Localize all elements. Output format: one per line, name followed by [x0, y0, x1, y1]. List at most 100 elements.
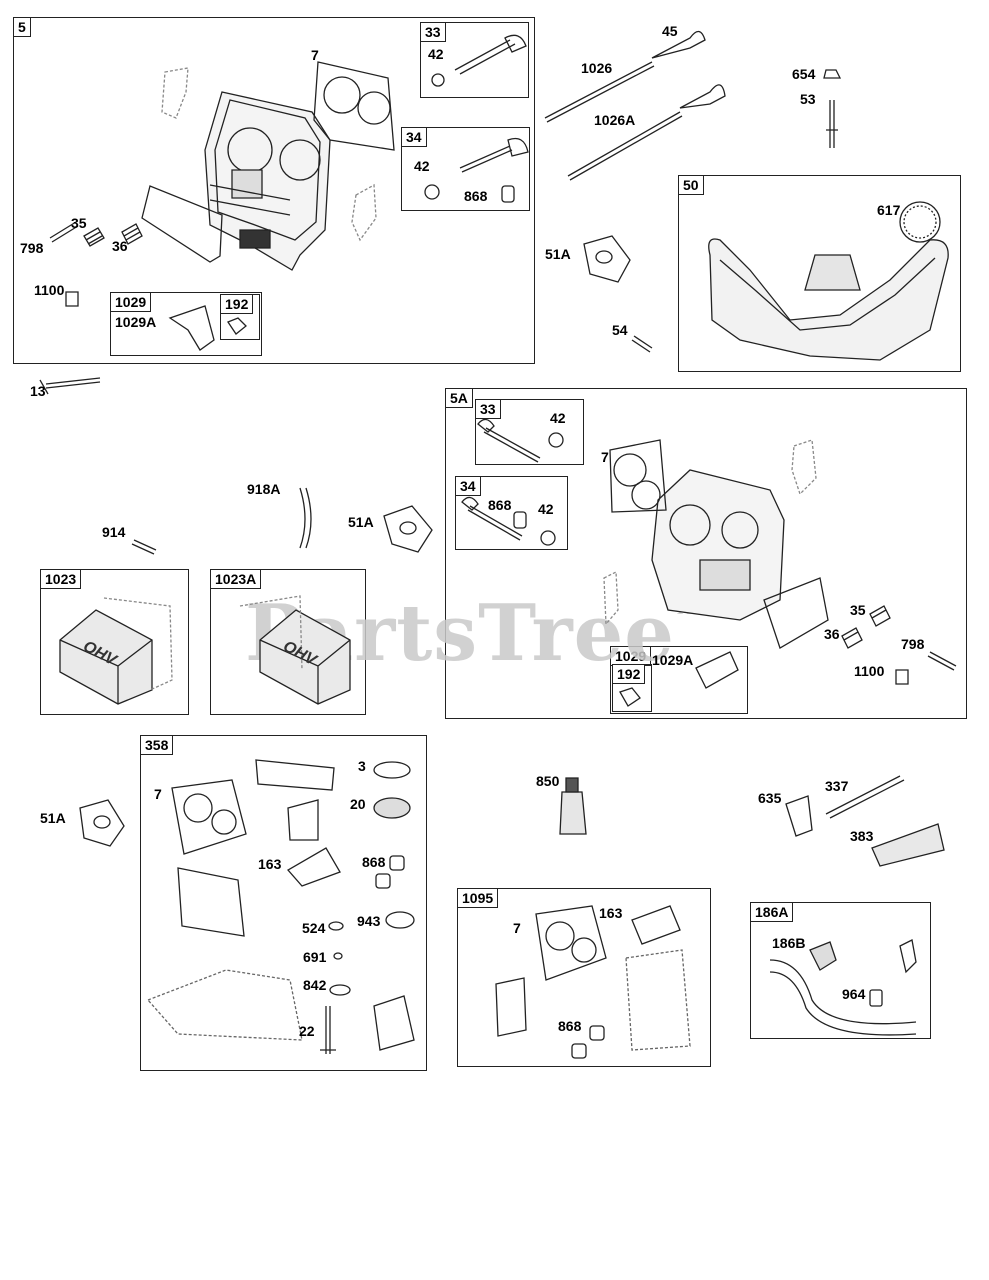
group-tag-33: 33 [421, 23, 446, 42]
part-label-868-c: 868 [362, 854, 386, 870]
part-label-42-d: 42 [538, 501, 554, 517]
group-tag-33-b: 33 [476, 400, 501, 419]
group-box-358: 358 [140, 735, 427, 1071]
group-box-33: 33 [420, 22, 529, 98]
gasket-51A-c [80, 800, 124, 846]
group-tag-5: 5 [14, 18, 31, 37]
gasket-51A [584, 236, 630, 282]
spark-plug-boot-635 [786, 796, 812, 836]
group-tag-50: 50 [679, 176, 704, 195]
part-label-20: 20 [350, 796, 366, 812]
part-label-524: 524 [302, 920, 326, 936]
group-tag-358: 358 [141, 736, 174, 755]
part-label-54: 54 [612, 322, 628, 338]
part-label-337: 337 [825, 778, 849, 794]
part-label-918A: 918A [247, 481, 281, 497]
part-label-691: 691 [303, 949, 327, 965]
watermark: PartsTreeTM [245, 588, 703, 679]
part-label-868: 868 [464, 188, 488, 204]
group-box-192: 192 [220, 294, 260, 340]
part-label-798: 798 [20, 240, 44, 256]
breather-tube-918A [300, 488, 311, 548]
sealant-cap [566, 778, 578, 792]
group-box-34-b: 34 [455, 476, 568, 550]
part-label-36-b: 36 [824, 626, 840, 642]
part-label-943: 943 [357, 913, 381, 929]
group-tag-192: 192 [221, 295, 254, 314]
gasket-hole [596, 251, 612, 263]
part-label-51A: 51A [545, 246, 571, 262]
valve-45 [652, 31, 705, 58]
part-label-51A-c: 51A [40, 810, 66, 826]
valve-head [680, 85, 725, 108]
group-tag-1095: 1095 [458, 889, 499, 908]
group-tag-192-b: 192 [613, 665, 646, 684]
part-label-1026A: 1026A [594, 112, 636, 128]
group-tag-5A: 5A [446, 389, 473, 408]
group-tag-1029: 1029 [111, 293, 152, 312]
group-box-1023A: 1023A [210, 569, 366, 715]
group-box-5: 5 [13, 17, 535, 364]
bolt-54 [632, 336, 652, 352]
gasket-51A-b [384, 506, 432, 552]
nut-654 [824, 70, 840, 78]
part-label-798-b: 798 [901, 636, 925, 652]
part-label-22: 22 [299, 1023, 315, 1039]
group-tag-186A: 186A [751, 903, 794, 922]
part-label-163-b: 163 [599, 905, 623, 921]
part-label-7: 7 [311, 47, 319, 63]
part-label-42-b: 42 [414, 158, 430, 174]
group-tag-1023A: 1023A [211, 570, 262, 589]
part-label-45: 45 [662, 23, 678, 39]
gasket-hole-c [94, 816, 110, 828]
group-box-34: 34 [401, 127, 530, 211]
part-label-850: 850 [536, 773, 560, 789]
group-box-50: 50 [678, 175, 961, 372]
part-label-383: 383 [850, 828, 874, 844]
group-box-1095: 1095 [457, 888, 711, 1067]
trademark-mark: TM [674, 602, 703, 618]
bolt-13 [40, 378, 100, 394]
part-label-51A-b: 51A [348, 514, 374, 530]
ignition-coil-383 [872, 824, 944, 866]
part-label-35-b: 35 [850, 602, 866, 618]
part-label-868-d: 868 [558, 1018, 582, 1034]
part-label-7-d: 7 [513, 920, 521, 936]
group-box-1029-b: 1029 [610, 646, 748, 714]
group-box-1029: 1029 [110, 292, 262, 356]
screw-914 [132, 540, 156, 554]
group-tag-34-b: 34 [456, 477, 481, 496]
part-label-1100-b: 1100 [854, 663, 885, 679]
part-label-3: 3 [358, 758, 366, 774]
part-label-42-c: 42 [550, 410, 566, 426]
group-box-1023: 1023 [40, 569, 189, 715]
part-label-617: 617 [877, 202, 901, 218]
part-label-1029A: 1029A [115, 314, 157, 330]
sealant-tube-850 [560, 792, 586, 834]
group-tag-34: 34 [402, 128, 427, 147]
part-label-53: 53 [800, 91, 816, 107]
group-box-192-b: 192 [612, 664, 652, 712]
part-label-7-b: 7 [601, 449, 609, 465]
group-box-33-b: 33 [475, 399, 584, 465]
part-label-1100: 1100 [34, 282, 65, 298]
gasket-hole-b [400, 522, 416, 534]
part-label-13: 13 [30, 383, 46, 399]
group-tag-1023: 1023 [41, 570, 82, 589]
part-label-914: 914 [102, 524, 126, 540]
group-box-186A: 186A [750, 902, 931, 1039]
part-label-35: 35 [71, 215, 87, 231]
part-label-842: 842 [303, 977, 327, 993]
part-label-964: 964 [842, 986, 866, 1002]
part-label-635: 635 [758, 790, 782, 806]
part-label-1026: 1026 [581, 60, 613, 76]
part-label-7-c: 7 [154, 786, 162, 802]
part-label-868-b: 868 [488, 497, 512, 513]
part-label-42: 42 [428, 46, 444, 62]
part-label-654: 654 [792, 66, 816, 82]
part-label-186B: 186B [772, 935, 806, 951]
part-label-163: 163 [258, 856, 282, 872]
group-box-5A: 5A [445, 388, 967, 719]
stud-53 [826, 100, 838, 148]
part-label-36: 36 [112, 238, 128, 254]
